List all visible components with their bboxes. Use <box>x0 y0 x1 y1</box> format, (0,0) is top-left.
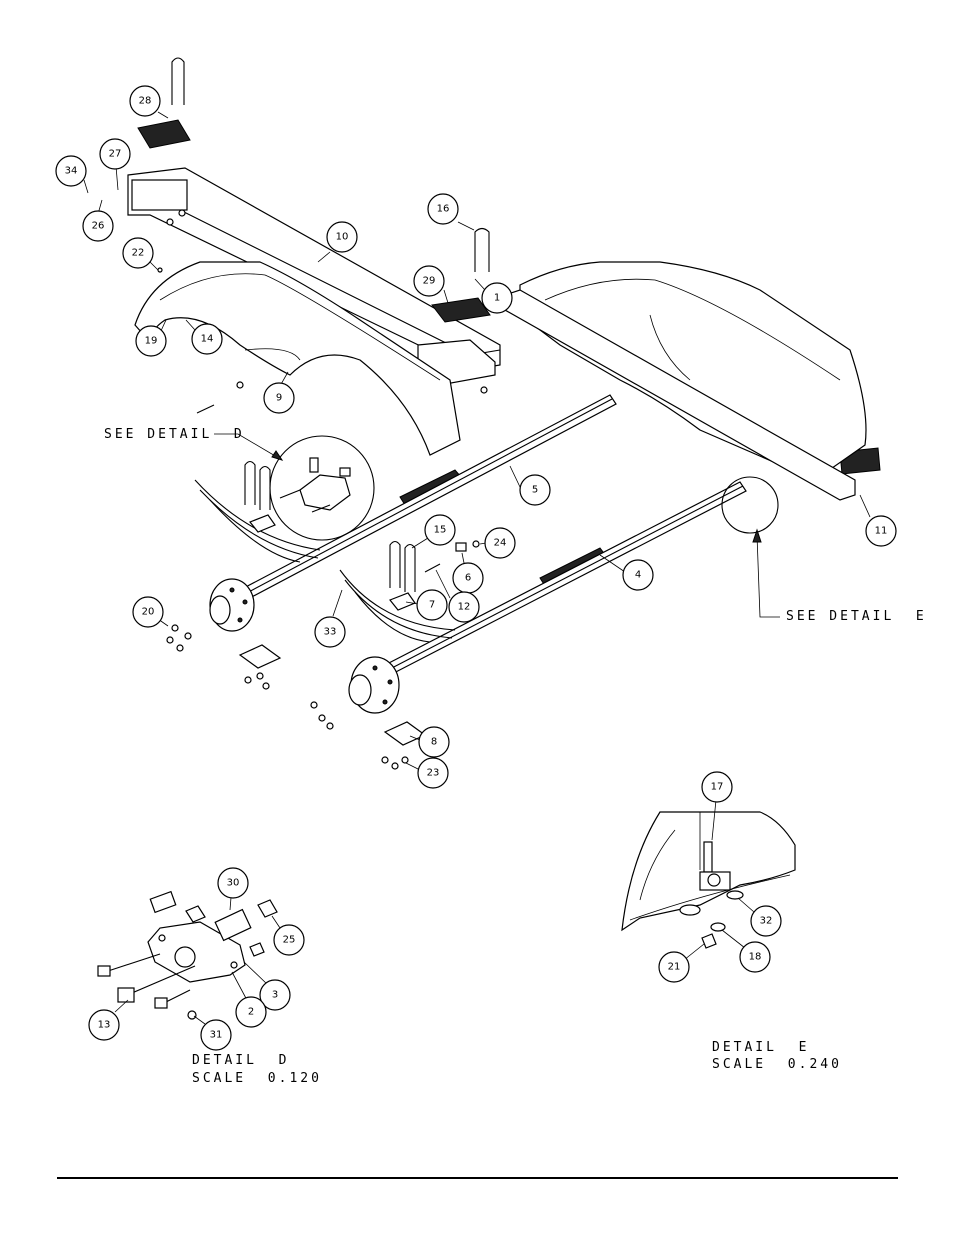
svg-text:31: 31 <box>210 1030 223 1041</box>
svg-text:7: 7 <box>429 600 435 611</box>
callout-25: 25 <box>273 924 305 956</box>
callout-30: 30 <box>217 867 249 899</box>
callout-14: 14 <box>191 323 223 355</box>
callout-15: 15 <box>424 514 456 546</box>
callout-17: 17 <box>701 771 733 803</box>
svg-text:1: 1 <box>494 293 500 304</box>
svg-text:10: 10 <box>336 232 349 243</box>
callout-13: 13 <box>88 1009 120 1041</box>
svg-text:28: 28 <box>139 96 152 107</box>
main-assembly <box>127 57 881 770</box>
svg-text:30: 30 <box>227 878 240 889</box>
axle-4 <box>384 481 747 676</box>
spring-u-bolts-15 <box>389 540 416 592</box>
svg-text:15: 15 <box>434 525 447 536</box>
callout-6: 6 <box>452 562 484 594</box>
svg-text:18: 18 <box>749 952 762 963</box>
svg-text:8: 8 <box>431 737 437 748</box>
detail-d-circle <box>269 435 375 541</box>
detail-e-circle <box>721 476 779 534</box>
svg-text:23: 23 <box>427 768 440 779</box>
callout-29: 29 <box>413 265 445 297</box>
see-detail-d-arrow <box>214 433 284 461</box>
callout-16: 16 <box>427 193 459 225</box>
see-detail-e-arrow <box>752 528 780 618</box>
detail-e-drawing <box>621 799 796 961</box>
callout-10: 10 <box>326 221 358 253</box>
see-detail-d-label: SEE DETAIL D <box>104 427 245 442</box>
spring-u-bolts-left <box>244 460 271 510</box>
u-bolt-28 <box>171 57 185 105</box>
callout-3: 3 <box>259 979 291 1011</box>
detail-e-title: DETAIL E <box>712 1040 810 1055</box>
svg-text:12: 12 <box>458 602 471 613</box>
callout-11: 11 <box>865 515 897 547</box>
svg-text:3: 3 <box>272 990 278 1001</box>
callout-20: 20 <box>132 596 164 628</box>
left-fender <box>134 261 461 456</box>
callout-28: 28 <box>129 85 161 117</box>
callout-34: 34 <box>55 155 87 187</box>
detail-d-drawing <box>97 884 281 1025</box>
right-fender-assembly <box>504 261 867 501</box>
svg-text:21: 21 <box>668 962 681 973</box>
svg-text:14: 14 <box>201 334 214 345</box>
callout-12: 12 <box>448 591 480 623</box>
hub-right <box>348 656 400 714</box>
svg-text:20: 20 <box>142 607 155 618</box>
svg-text:33: 33 <box>324 627 337 638</box>
callout-32: 32 <box>750 905 782 937</box>
svg-text:22: 22 <box>132 248 145 259</box>
callout-23: 23 <box>417 757 449 789</box>
svg-text:29: 29 <box>423 276 436 287</box>
u-bolt-16 <box>474 227 490 272</box>
loose-bolts <box>196 404 480 573</box>
svg-text:32: 32 <box>760 916 773 927</box>
svg-text:24: 24 <box>494 538 507 549</box>
svg-text:5: 5 <box>532 485 538 496</box>
callout-5: 5 <box>519 474 551 506</box>
detail-d-scale: SCALE 0.120 <box>192 1071 322 1086</box>
svg-text:27: 27 <box>109 149 122 160</box>
callout-33: 33 <box>314 616 346 648</box>
callout-22: 22 <box>122 237 154 269</box>
svg-text:2: 2 <box>248 1007 254 1018</box>
footer-rule <box>57 1177 898 1179</box>
see-detail-e-label: SEE DETAIL E <box>786 609 927 624</box>
svg-text:4: 4 <box>635 570 641 581</box>
callout-19: 19 <box>135 325 167 357</box>
detail-d-title: DETAIL D <box>192 1053 290 1068</box>
callout-24: 24 <box>484 527 516 559</box>
svg-text:13: 13 <box>98 1020 111 1031</box>
svg-text:26: 26 <box>92 221 105 232</box>
callout-4: 4 <box>622 559 654 591</box>
callout-26: 26 <box>82 210 114 242</box>
svg-text:34: 34 <box>65 166 78 177</box>
svg-text:25: 25 <box>283 935 296 946</box>
svg-text:9: 9 <box>276 393 282 404</box>
hub-left <box>209 578 255 632</box>
svg-text:6: 6 <box>465 573 471 584</box>
callout-1: 1 <box>481 282 513 314</box>
callout-9: 9 <box>263 382 295 414</box>
svg-text:11: 11 <box>875 526 888 537</box>
leaf-spring-right <box>339 569 456 643</box>
svg-text:17: 17 <box>711 782 724 793</box>
callout-31: 31 <box>200 1019 232 1051</box>
callout-27: 27 <box>99 138 131 170</box>
callout-7: 7 <box>416 589 448 621</box>
svg-text:16: 16 <box>437 204 450 215</box>
svg-text:19: 19 <box>145 336 158 347</box>
callout-21: 21 <box>658 951 690 983</box>
detail-e-scale: SCALE 0.240 <box>712 1057 842 1072</box>
callout-8: 8 <box>418 726 450 758</box>
callout-18: 18 <box>739 941 771 973</box>
callout-2: 2 <box>235 996 267 1028</box>
